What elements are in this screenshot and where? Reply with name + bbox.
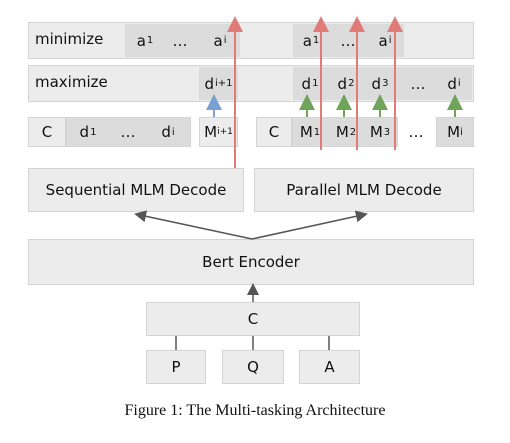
input-right-dots: … — [408, 123, 424, 141]
input-q-box: Q — [222, 350, 284, 384]
input-left-dots: … — [120, 123, 136, 141]
sequential-decode-box: Sequential MLM Decode — [28, 168, 244, 212]
encoder-to-sequential — [134, 210, 253, 240]
figure-caption: Figure 1: The Multi-tasking Architecture — [124, 402, 386, 419]
encoder-to-parallel — [251, 210, 368, 240]
input-left-c: C — [28, 117, 66, 147]
min-left-dots: … — [172, 31, 188, 50]
min-right-dots: … — [340, 31, 356, 50]
maximize-label: maximize — [35, 73, 108, 91]
max-right-dots: … — [410, 74, 426, 93]
minimize-label: minimize — [35, 30, 104, 48]
context-box: C — [146, 302, 360, 336]
parallel-decode-box: Parallel MLM Decode — [254, 168, 474, 212]
input-a-box: A — [299, 350, 360, 384]
input-p-box: P — [146, 350, 206, 384]
input-right-c: C — [256, 117, 292, 147]
minimize-left-shade — [125, 24, 240, 57]
input-left-d-group — [66, 117, 191, 147]
input-right-mask-group — [292, 117, 398, 147]
minimize-right-shade — [293, 24, 404, 57]
